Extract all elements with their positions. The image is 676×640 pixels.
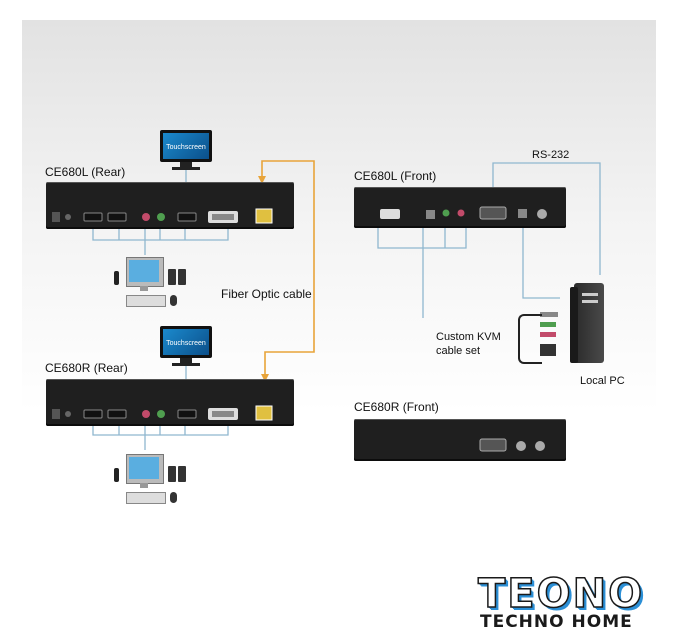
- fiber-optic-label: Fiber Optic cable: [221, 287, 312, 301]
- mouse-icon: [170, 295, 177, 306]
- touchscreen-monitor-top: Touchscreen: [160, 130, 212, 170]
- ce680l-front-label: CE680L (Front): [354, 169, 437, 183]
- fiber-optic-cable: [261, 160, 315, 378]
- ce680r-rear-label: CE680R (Rear): [45, 361, 128, 375]
- kvm-cable-set-icon: [518, 310, 562, 366]
- front-port-panel: [479, 438, 545, 452]
- front-cables: [377, 162, 601, 318]
- mouse-icon: [170, 492, 177, 503]
- rs232-label: RS-232: [532, 149, 570, 161]
- ce680l-rear-unit: [46, 182, 294, 229]
- microphone-icon: [114, 468, 119, 482]
- microphone-icon: [114, 271, 119, 285]
- local-pc-label: Local PC: [580, 375, 625, 387]
- touchscreen-label-bottom: Touchscreen: [166, 340, 206, 347]
- speaker-icon: [178, 269, 186, 285]
- teono-logo: TEONO: [477, 571, 645, 617]
- teono-logo-subtitle: TECHNO HOME: [480, 612, 633, 632]
- speaker-icon: [168, 466, 176, 482]
- console-bottom: [112, 452, 192, 507]
- speaker-icon: [168, 269, 176, 285]
- fiber-arrow-top: [258, 176, 266, 184]
- ce680r-front-unit: [354, 419, 566, 461]
- touchscreen-monitor-bottom: Touchscreen: [160, 326, 212, 366]
- rear-port-panel: [52, 405, 273, 421]
- ce680l-front-unit: [354, 187, 566, 228]
- touchscreen-label-top: Touchscreen: [166, 144, 206, 151]
- rear-port-panel: [52, 208, 273, 224]
- fiber-arrow-bottom: [261, 374, 269, 382]
- custom-kvm-label: Custom KVM cable set: [436, 331, 501, 357]
- ce680r-front-label: CE680R (Front): [354, 400, 439, 414]
- keyboard-icon: [126, 295, 166, 307]
- console-top: [112, 255, 192, 310]
- keyboard-icon: [126, 492, 166, 504]
- local-pc-tower: [570, 283, 608, 365]
- ce680r-rear-unit: [46, 379, 294, 426]
- ce680l-rear-label: CE680L (Rear): [45, 165, 126, 179]
- speaker-icon: [178, 466, 186, 482]
- front-port-panel: [380, 206, 547, 220]
